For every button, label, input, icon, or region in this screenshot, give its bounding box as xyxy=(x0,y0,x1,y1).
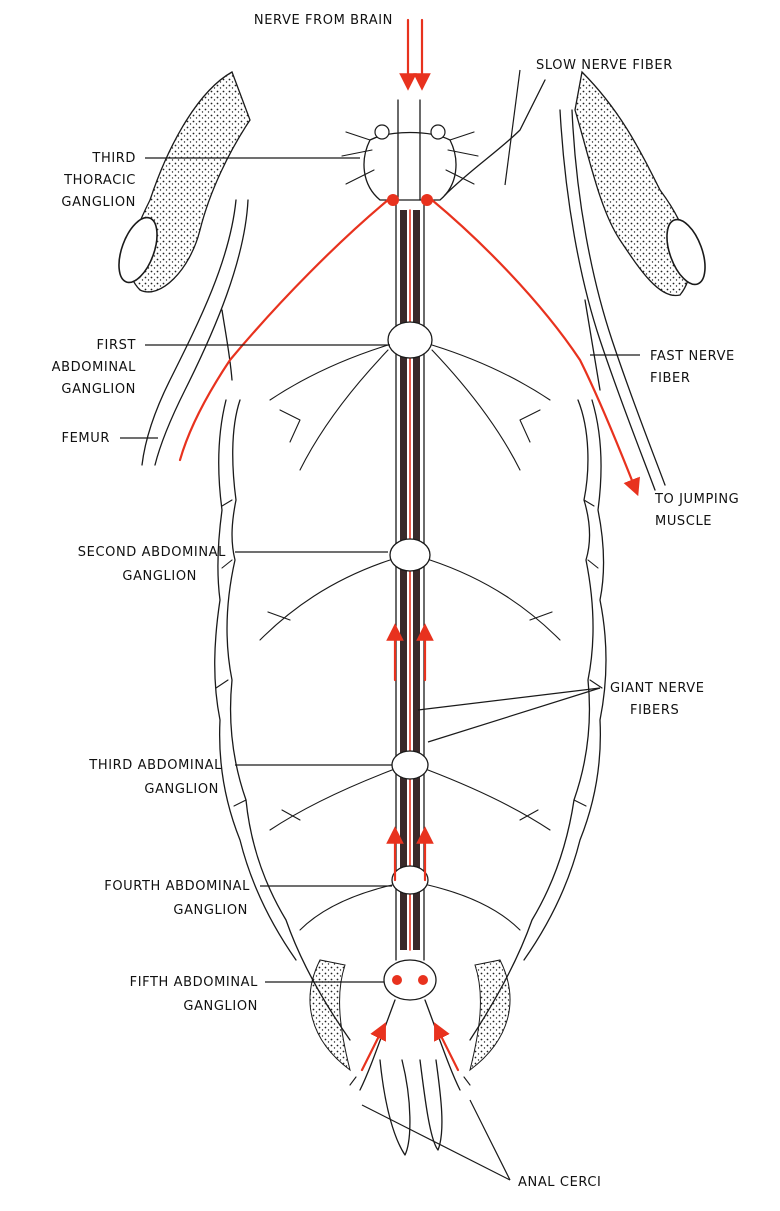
label-first-abdominal-3: GANGLION xyxy=(61,382,136,397)
label-fast-fiber-2: FIBER xyxy=(650,371,690,386)
label-anal-cerci: ANAL CERCI xyxy=(518,1175,601,1190)
label-fourth-abdominal-1: FOURTH ABDOMINAL xyxy=(104,879,250,894)
right-rear-sclerite xyxy=(470,960,510,1070)
right-leg xyxy=(560,72,713,490)
first-abdominal-ganglion xyxy=(388,322,432,358)
label-fifth-abdominal-1: FIFTH ABDOMINAL xyxy=(130,975,259,990)
label-fifth-abdominal-2: GANGLION xyxy=(183,999,258,1014)
left-rear-sclerite xyxy=(310,960,350,1070)
third-thoracic-ganglion xyxy=(342,125,478,206)
label-femur: FEMUR xyxy=(62,431,110,446)
label-first-abdominal-1: FIRST xyxy=(96,338,136,353)
label-second-abdominal-1: SECOND ABDOMINAL xyxy=(78,545,226,560)
fast-nerve-fiber-left xyxy=(180,200,388,460)
label-giant-fibers-2: FIBERS xyxy=(630,703,679,718)
label-slow-nerve-fiber: SLOW NERVE FIBER xyxy=(536,58,673,73)
label-first-abdominal-2: ABDOMINAL xyxy=(52,360,137,375)
label-third-thoracic-2: THORACIC xyxy=(63,173,136,188)
third-abdominal-ganglion xyxy=(392,751,428,779)
label-giant-fibers-1: GIANT NERVE xyxy=(610,681,705,696)
label-third-abdominal-1: THIRD ABDOMINAL xyxy=(88,758,222,773)
label-second-abdominal-2: GANGLION xyxy=(122,569,197,584)
label-third-thoracic-1: THIRD xyxy=(91,151,136,166)
second-abdominal-ganglion xyxy=(390,539,430,571)
slow-nerve-fiber xyxy=(445,80,545,195)
label-jumping-1: TO JUMPING xyxy=(654,492,739,507)
fourth-abdominal-ganglion xyxy=(392,866,428,894)
label-fourth-abdominal-2: GANGLION xyxy=(173,903,248,918)
fifth-abdominal-ganglion xyxy=(384,960,436,1000)
fast-nerve-fiber-right xyxy=(432,200,635,488)
nerve-cord xyxy=(396,100,424,960)
label-third-abdominal-2: GANGLION xyxy=(144,782,219,797)
left-leg xyxy=(111,72,250,465)
label-jumping-2: MUSCLE xyxy=(655,514,712,529)
label-fast-fiber-1: FAST NERVE xyxy=(650,349,735,364)
label-nerve-from-brain: NERVE FROM BRAIN xyxy=(254,13,393,28)
giant-fiber-right xyxy=(413,210,420,950)
label-third-thoracic-3: GANGLION xyxy=(61,195,136,210)
giant-fiber-left xyxy=(400,210,407,950)
